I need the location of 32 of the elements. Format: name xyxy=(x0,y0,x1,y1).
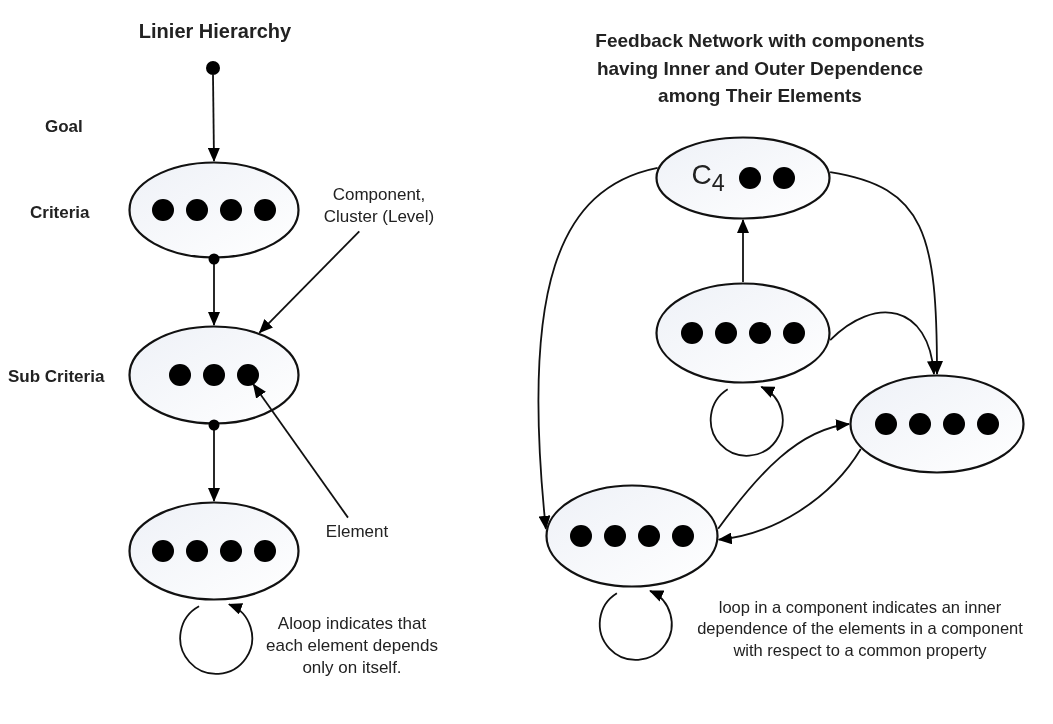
loop-arrow xyxy=(709,386,784,457)
arrow xyxy=(208,419,220,502)
arrow xyxy=(829,311,939,375)
loop-arrow xyxy=(179,603,254,675)
level-label: Sub Criteria xyxy=(8,366,106,388)
loop-arrow xyxy=(598,589,673,661)
leader-line xyxy=(252,383,349,519)
note-text: loop in a component indicates an inner dependence of the elements in a component with respect to a common property xyxy=(696,597,1024,661)
cluster-ellipse xyxy=(655,282,831,384)
arrow xyxy=(208,253,220,326)
element-dot xyxy=(206,61,220,75)
cluster-ellipse xyxy=(128,325,300,425)
arrow xyxy=(737,219,749,283)
cluster-ellipse xyxy=(128,501,300,601)
level-label: Goal xyxy=(45,116,84,138)
arrow xyxy=(207,74,220,162)
arrow xyxy=(829,171,943,375)
level-label: Criteria xyxy=(30,202,91,224)
cluster-ellipse xyxy=(655,136,831,220)
arrow xyxy=(717,420,850,530)
cluster-ellipse xyxy=(128,161,300,259)
heading: Linier Hierarchy xyxy=(137,19,293,44)
note-text: Aloop indicates that each element depends only on itself. xyxy=(265,613,439,680)
cluster-ellipse xyxy=(849,374,1025,474)
cluster-ellipse xyxy=(545,484,719,588)
callout-label: Element xyxy=(322,521,392,544)
leader-line xyxy=(258,230,361,334)
callout-label: Component, Cluster (Level) xyxy=(305,184,453,229)
heading: Feedback Network with components having Inner and Outer Dependence among Their Elements xyxy=(594,29,926,109)
arrow xyxy=(717,448,862,544)
cluster-name: C$_{4}$ xyxy=(691,159,725,197)
arrow xyxy=(537,166,659,530)
